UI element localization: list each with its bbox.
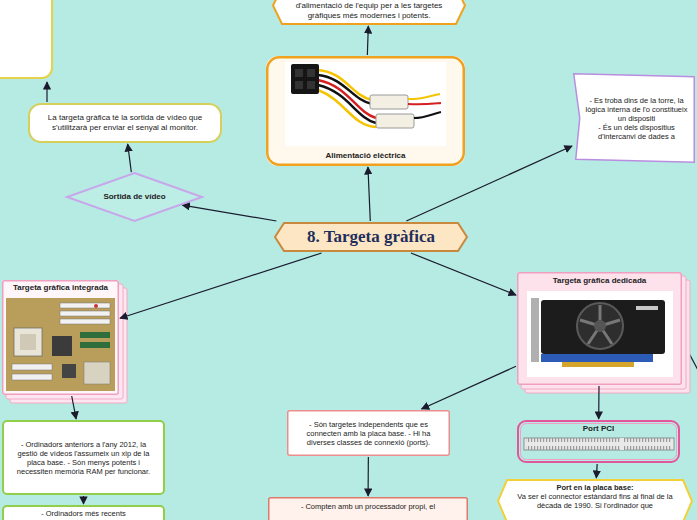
connector-arrow [411,253,516,295]
note-text: - Ordinadors més recents [10,509,157,518]
topic-card: Alimentació elèctrica [266,56,465,166]
outline [498,480,692,520]
topic-card: Targeta gràfica dedicada [517,272,682,385]
node-outline [2,280,119,395]
connector-arrow [83,496,84,504]
connector-arrow [120,253,322,318]
connector-arrow [422,366,516,409]
outline [288,411,450,456]
connector-arrow [406,146,572,221]
topic-title: Port PCI [521,424,676,434]
cut-box [0,0,52,102]
outline [29,104,221,142]
connector-arrow [128,144,132,172]
outline [275,223,467,251]
note-box: - Ordinadors anteriors a l'any 2012, la … [2,420,165,495]
topic-diamond: Sortida de vídeo [66,172,203,222]
outline [3,506,164,520]
note-text: d'alimentació de l'equip per a les targe… [286,1,452,20]
connector-arrow [368,167,370,221]
topic-title: Sortida de vídeo [96,192,173,202]
node-outline [517,272,682,385]
connector-arrow [182,205,276,221]
inner-outline [521,424,677,460]
note-box: - Ordinadors més recents [2,505,165,520]
outline [574,74,695,163]
topic-card: Targeta gràfica integrada [2,280,119,395]
note-box: - Es troba dins de la torre, la lògica i… [573,73,695,163]
node-outline [266,56,465,166]
central-title: 8. Targeta gràfica [288,227,454,247]
motherboard-picture [2,280,127,403]
pci-slot-picture [524,438,674,450]
connector-arrow [598,386,599,419]
note-box: Port en la placa base:Va ser el connecto… [497,479,693,520]
connector-arrow [367,26,369,55]
note-text: - Ordinadors anteriors a l'any 2012, la … [10,440,157,476]
note-box: d'alimentació de l'equip per a les targe… [272,0,466,25]
outline [518,273,682,385]
outline [67,173,202,221]
outline [3,421,164,494]
graphics-card-picture [517,272,690,393]
note-text: - Compten amb un processador propi, el [276,502,460,511]
outline [267,57,464,165]
note-box: - Són targetes independents que es conne… [287,410,450,456]
topic-title: Targeta gràfica integrada [5,283,116,293]
power-cable-picture [266,56,465,166]
note-text: - Són targetes independents que es conne… [295,420,442,447]
connector-arrow [368,457,369,496]
note-text: La targeta gràfica té la sortida de víde… [42,113,208,132]
note-text: Va ser el connector estàndard fins al fi… [511,492,679,510]
note-box: La targeta gràfica té la sortida de víde… [28,103,222,143]
note-box: - Compten amb un processador propi, el [268,497,468,520]
central-topic: 8. Targeta gràfica [274,222,468,252]
note-text: - És un dels dispositius d'intercanvi de… [583,123,690,141]
topic-title: Alimentació elèctrica [272,151,459,161]
note-text: - Es troba dins de la torre, la lògica i… [583,96,690,123]
outline [3,281,119,395]
connector-arrow [596,464,598,478]
topic-title: Targeta gràfica dedicada [521,276,678,286]
outline [273,0,465,24]
outline [518,421,679,462]
topic-title: Port en la placa base: [511,483,679,492]
connector-arrow [72,396,76,419]
topic-card: Port PCI [517,420,680,463]
outline [269,498,468,520]
